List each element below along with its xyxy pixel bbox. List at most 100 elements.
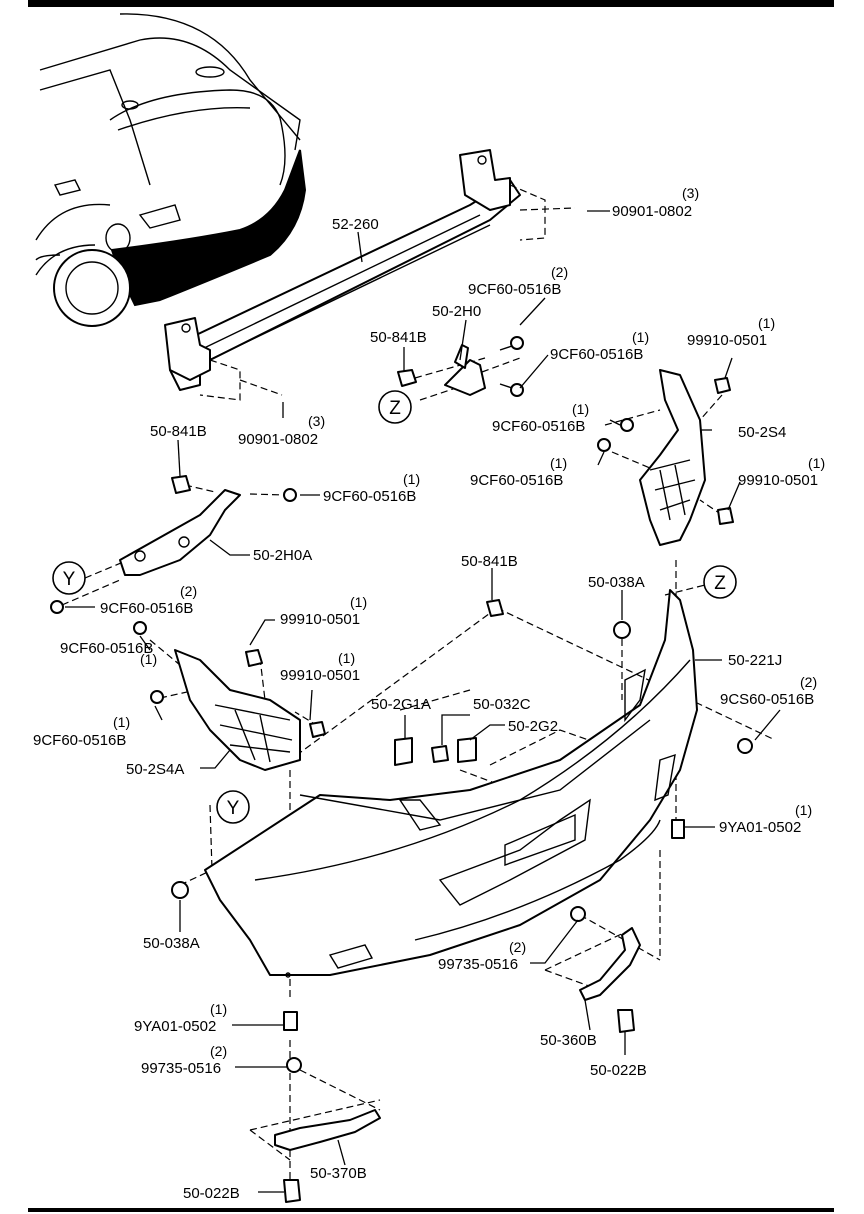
qty-screw-side: (2)	[800, 674, 817, 690]
nut-left-b	[309, 721, 326, 738]
label-screw-side: 9CS60-0516B	[720, 691, 814, 708]
screw-9ya-right	[671, 819, 685, 839]
label-nut-right-bottom: 99910-0501	[738, 472, 818, 489]
clip-mid	[486, 599, 504, 617]
callout-y-left: Y	[52, 561, 86, 595]
bracket-360	[579, 927, 641, 1001]
qty-bolt-center-top: (2)	[551, 264, 568, 280]
label-clip-022-left: 50-022B	[183, 1185, 240, 1202]
qty-nut-top: (3)	[682, 185, 699, 201]
bolt-left-bracket	[283, 488, 297, 502]
clip-038-right	[613, 621, 631, 639]
label-bolt-left-a: 9CF60-0516B	[60, 640, 153, 657]
label-bracket-right: 50-2S4	[738, 424, 786, 441]
qty-nut-right-bottom: (1)	[808, 455, 825, 471]
qty-bolt-right-a: (1)	[572, 401, 589, 417]
label-screw-9ya-left: 9YA01-0502	[134, 1018, 216, 1035]
label-clip-032: 50-032C	[473, 696, 531, 713]
bracket-370	[274, 1109, 381, 1151]
qty-nut-right-top: (1)	[758, 315, 775, 331]
clip-022-right	[617, 1009, 635, 1033]
qty-bolt-left-top: (2)	[180, 583, 197, 599]
label-plate-a	[394, 737, 413, 766]
clip-center	[397, 369, 417, 387]
label-nut-right-top: 99910-0501	[687, 332, 767, 349]
label-clip-022-right: 50-022B	[590, 1062, 647, 1079]
leader-lines	[65, 210, 781, 1193]
label-bolt-left-bracket: 9CF60-0516B	[323, 488, 416, 505]
nut-right-top	[714, 377, 731, 394]
bolt-center-right	[499, 383, 524, 397]
label-bracket-360: 50-360B	[540, 1032, 597, 1049]
qty-screw-99735-left: (2)	[210, 1043, 227, 1059]
bolt-right-b	[597, 438, 611, 452]
label-bolt-left-b: 9CF60-0516B	[33, 732, 126, 749]
qty-nut-left-a: (1)	[350, 594, 367, 610]
svg-text:Z: Z	[389, 398, 401, 419]
label-bumper: 50-221J	[728, 652, 782, 669]
qty-screw-9ya-right: (1)	[795, 802, 812, 818]
bottom-border-bar	[28, 1208, 834, 1212]
clip-038-left	[171, 881, 189, 899]
left-side-bracket	[174, 649, 301, 771]
bolt-center-top	[499, 336, 524, 351]
right-side-bracket	[639, 369, 706, 546]
clip-032	[431, 745, 449, 763]
qty-bolt-left-a: (1)	[140, 651, 157, 667]
label-clip-038-right: 50-038A	[588, 574, 645, 591]
qty-bolt-left-bracket: (1)	[403, 471, 420, 487]
callout-y-bottom: Y	[216, 790, 250, 824]
screw-9ya-left	[283, 1011, 298, 1031]
qty-screw-99735-right: (2)	[509, 939, 526, 955]
label-screw-9ya-right: 9YA01-0502	[719, 819, 801, 836]
label-bolt-center-top: 9CF60-0516B	[468, 281, 561, 298]
label-bracket-left-side: 50-2S4A	[126, 761, 184, 778]
label-label-b: 50-2G2	[508, 718, 558, 735]
label-nut-left-b: 99910-0501	[280, 667, 360, 684]
bolt-left-b	[150, 690, 164, 704]
center-bracket	[444, 344, 486, 396]
car-rear-illustration	[35, 13, 307, 327]
label-bolt-right-b: 9CF60-0516B	[470, 472, 563, 489]
svg-text:Y: Y	[63, 569, 76, 590]
label-bolt-center-right: 9CF60-0516B	[550, 346, 643, 363]
label-clip-center: 50-841B	[370, 329, 427, 346]
label-screw-99735-right: 99735-0516	[438, 956, 518, 973]
label-bracket-left: 50-2H0A	[253, 547, 312, 564]
qty-screw-9ya-left: (1)	[210, 1001, 227, 1017]
top-border-bar	[28, 0, 834, 7]
svg-text:Y: Y	[227, 798, 240, 819]
qty-bolt-center-right: (1)	[632, 329, 649, 345]
qty-bolt-left-b: (1)	[113, 714, 130, 730]
label-reinforcement: 52-260	[332, 216, 379, 233]
label-clip-038-left: 50-038A	[143, 935, 200, 952]
label-nut-top: 90901-0802	[612, 203, 692, 220]
screw-side	[737, 738, 753, 754]
label-screw-99735-left: 99735-0516	[141, 1060, 221, 1077]
rear-bumper-fascia	[204, 589, 698, 978]
qty-nut-bottom: (3)	[308, 413, 325, 429]
part-labels: 52-260 90901-0802 (3) 90901-0802 (3) 50-…	[33, 185, 825, 1202]
bolt-left-a	[133, 621, 147, 635]
label-clip-mid: 50-841B	[461, 553, 518, 570]
label-bracket-370: 50-370B	[310, 1165, 367, 1182]
label-clip-left: 50-841B	[150, 423, 207, 440]
clip-left	[171, 475, 191, 494]
label-bolt-right-a: 9CF60-0516B	[492, 418, 585, 435]
label-label-a: 50-2G1A	[371, 696, 431, 713]
bolt-left-top	[50, 600, 64, 614]
screw-99735-left	[286, 1057, 302, 1073]
label-bracket-center: 50-2H0	[432, 303, 481, 320]
callout-z-right: Z	[703, 565, 737, 599]
bolt-right-a	[620, 418, 634, 432]
left-bracket	[119, 489, 241, 576]
callout-z-top: Z	[378, 390, 412, 424]
label-nut-bottom: 90901-0802	[238, 431, 318, 448]
bumper-reinforcement	[164, 149, 521, 391]
clip-022-left	[283, 1179, 301, 1203]
screw-99735-right	[570, 906, 586, 922]
qty-bolt-right-b: (1)	[550, 455, 567, 471]
label-plate-b	[457, 737, 477, 763]
label-nut-left-a: 99910-0501	[280, 611, 360, 628]
